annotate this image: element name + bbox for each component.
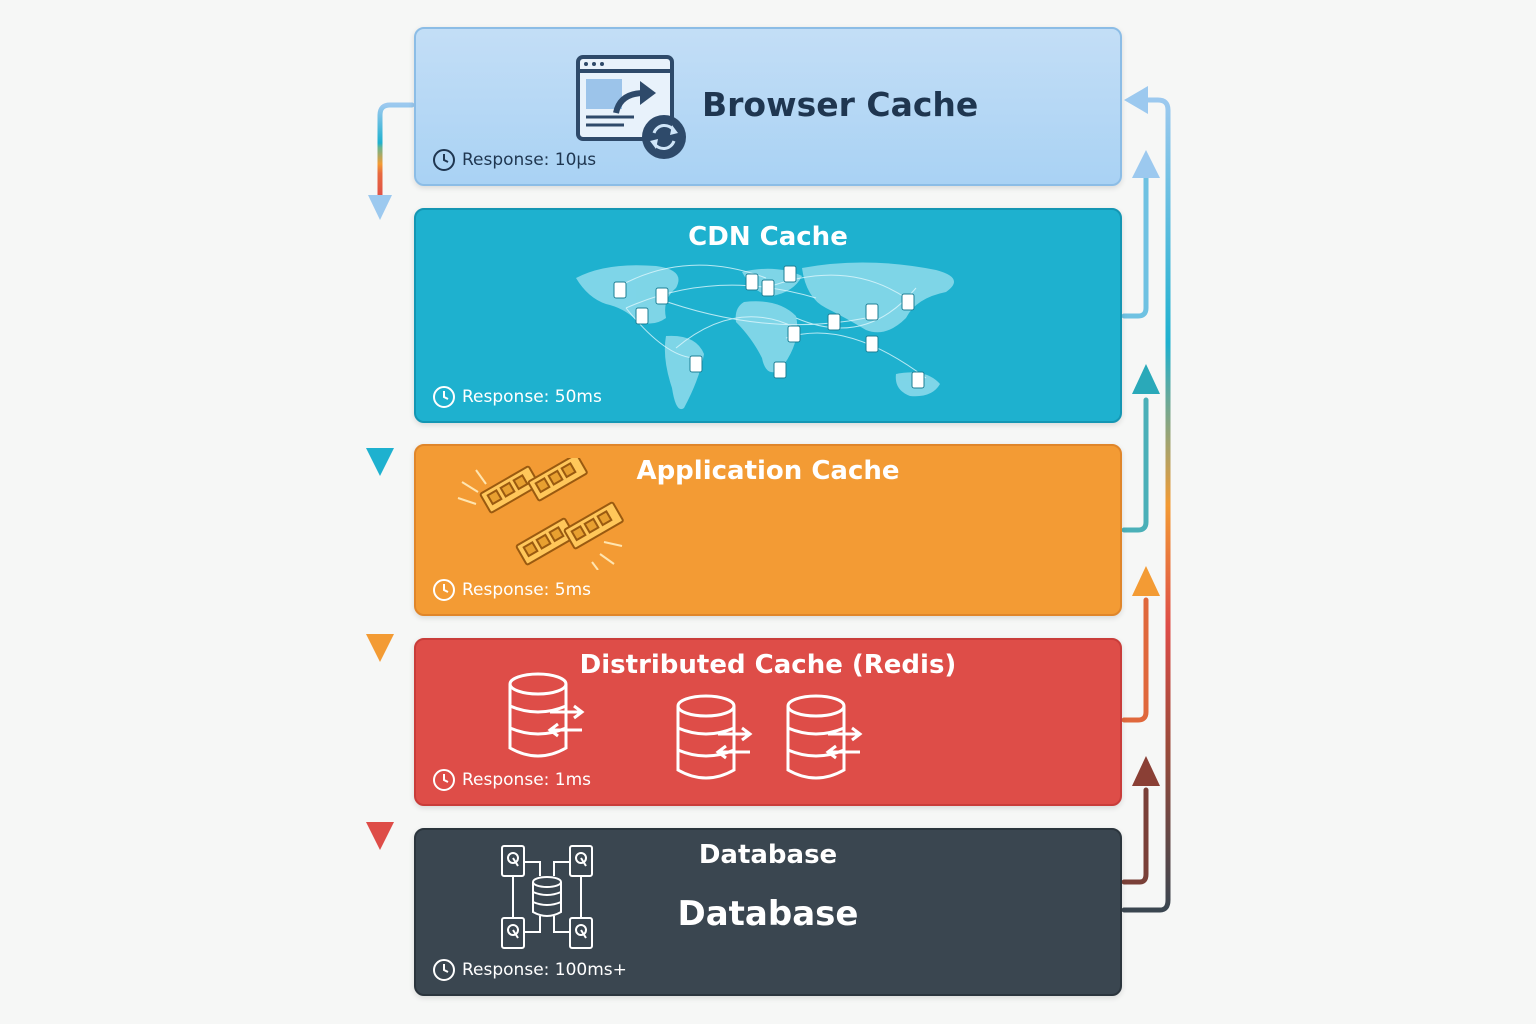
database-cluster-icon — [501, 845, 593, 949]
database-subtitle: Database — [677, 894, 859, 934]
database-sync-icon — [676, 694, 753, 780]
distributed-cache-tier: Distributed Cache (Redis) Response: — [414, 638, 1122, 806]
clock-icon — [433, 386, 455, 408]
arrowhead-left — [1124, 86, 1148, 114]
clock-icon — [433, 149, 455, 171]
response-label: Response: 5ms — [462, 580, 592, 600]
browser-response-time: Response: 10µs — [432, 148, 596, 172]
arrowhead-up — [1132, 364, 1160, 394]
database-tier: Database Database Response: 100ms+ — [414, 828, 1122, 996]
browser-window-refresh-icon — [576, 55, 686, 159]
application-cache-title: Application Cache — [636, 456, 900, 486]
world-map-server-icon — [576, 262, 954, 410]
cdn-response-time: Response: 50ms — [432, 385, 602, 409]
arrowhead-down — [366, 634, 394, 662]
response-label: Response: 10µs — [462, 150, 597, 170]
request-flow-arrow — [377, 102, 415, 833]
response-label: Response: 100ms+ — [462, 960, 627, 980]
arrowhead-up — [1132, 756, 1160, 786]
response-flow-arrow — [1121, 97, 1171, 913]
cdn-cache-title: CDN Cache — [688, 222, 848, 252]
clock-icon — [433, 959, 455, 981]
arrowhead-up — [1132, 150, 1160, 178]
browser-cache-title: Browser Cache — [702, 85, 979, 124]
arrowhead-down — [368, 195, 392, 220]
arrowhead-up — [1132, 566, 1160, 596]
browser-cache-tier: Browser Cache Response: 10µs — [414, 27, 1122, 186]
database-sync-icon — [786, 694, 863, 780]
response-label: Response: 1ms — [462, 770, 592, 790]
database-title: Database — [698, 840, 838, 870]
application-cache-tier: Application Cache Response: 5ms — [414, 444, 1122, 616]
clock-icon — [433, 769, 455, 791]
arrowhead-down — [366, 448, 394, 476]
application-response-time: Response: 5ms — [432, 578, 591, 602]
arrowhead-down — [366, 822, 394, 850]
clock-icon — [433, 579, 455, 601]
response-label: Response: 50ms — [462, 387, 602, 407]
cdn-cache-tier: CDN Cache Response: 50ms — [414, 208, 1122, 423]
database-sync-icon — [508, 672, 585, 758]
database-response-time: Response: 100ms+ — [432, 958, 627, 982]
distributed-cache-title: Distributed Cache (Redis) — [579, 650, 957, 680]
distributed-response-time: Response: 1ms — [432, 768, 591, 792]
memory-module-icon — [457, 458, 624, 570]
